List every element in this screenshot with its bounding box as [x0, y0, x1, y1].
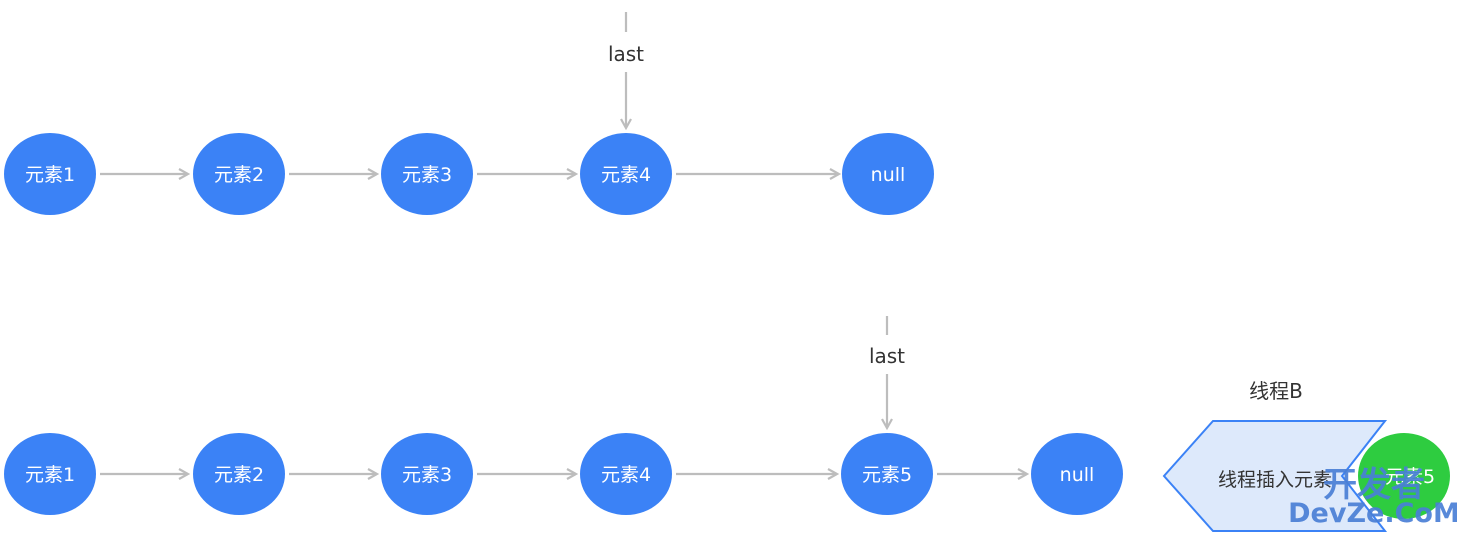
row1-node-4-label: 元素4	[601, 164, 651, 186]
row2-node-5-label: 元素5	[862, 464, 912, 486]
row2-node-1: 元素1	[4, 433, 96, 515]
row1-node-3: 元素3	[381, 133, 473, 215]
row1-node-1: 元素1	[4, 133, 96, 215]
row1-node-2-label: 元素2	[214, 164, 264, 186]
row2-node-1-label: 元素1	[25, 464, 75, 486]
thread-b-new-node-label: 元素5	[1385, 466, 1435, 488]
watermark-line2: DevZe.CoM	[1288, 498, 1457, 529]
row2-node-null-label: null	[1060, 464, 1095, 486]
row2-node-4: 元素4	[580, 433, 672, 515]
row2-node-1-shape	[4, 433, 96, 515]
watermark-line1: 开发者	[1323, 465, 1425, 505]
row1-last-label: last	[608, 42, 644, 66]
row2-node-5: 元素5	[841, 433, 933, 515]
row2-list: 元素1 元素2 元素3 元素4 元素5 null last	[4, 316, 1123, 515]
row1-node-3-label: 元素3	[402, 164, 452, 186]
row2-node-3-shape	[381, 433, 473, 515]
row1-node-4: 元素4	[580, 133, 672, 215]
row1-last-pointer: last	[608, 12, 644, 128]
row2-last-label: last	[869, 344, 905, 368]
row2-node-4-label: 元素4	[601, 464, 651, 486]
thread-b-insert-banner	[1162, 420, 1388, 532]
row1-node-null-label: null	[871, 164, 906, 186]
row1-node-2-shape	[193, 133, 285, 215]
row2-node-2-shape	[193, 433, 285, 515]
row1-node-1-label: 元素1	[25, 164, 75, 186]
row1-node-4-shape	[580, 133, 672, 215]
row2-node-3: 元素3	[381, 433, 473, 515]
watermark: 开发者 DevZe.CoM	[1288, 465, 1457, 529]
row2-node-4-shape	[580, 433, 672, 515]
row2-node-3-label: 元素3	[402, 464, 452, 486]
row1-node-1-shape	[4, 133, 96, 215]
thread-b-banner-label: 线程插入元素	[1218, 469, 1332, 491]
row1-node-3-shape	[381, 133, 473, 215]
row2-node-null-shape	[1031, 433, 1123, 515]
row1-list: 元素1 元素2 元素3 元素4 null last	[4, 12, 934, 215]
row2-node-2-label: 元素2	[214, 464, 264, 486]
row1-node-null-shape	[842, 133, 934, 215]
row1-node-2: 元素2	[193, 133, 285, 215]
row2-node-2: 元素2	[193, 433, 285, 515]
row2-node-null: null	[1031, 433, 1123, 515]
thread-b-title: 线程B	[1249, 379, 1303, 403]
thread-b: 线程B 元素5 线程插入元素	[1162, 379, 1450, 532]
row2-last-pointer: last	[869, 316, 905, 428]
row2-node-5-shape	[841, 433, 933, 515]
row1-node-null: null	[842, 133, 934, 215]
thread-b-new-node	[1358, 433, 1450, 519]
